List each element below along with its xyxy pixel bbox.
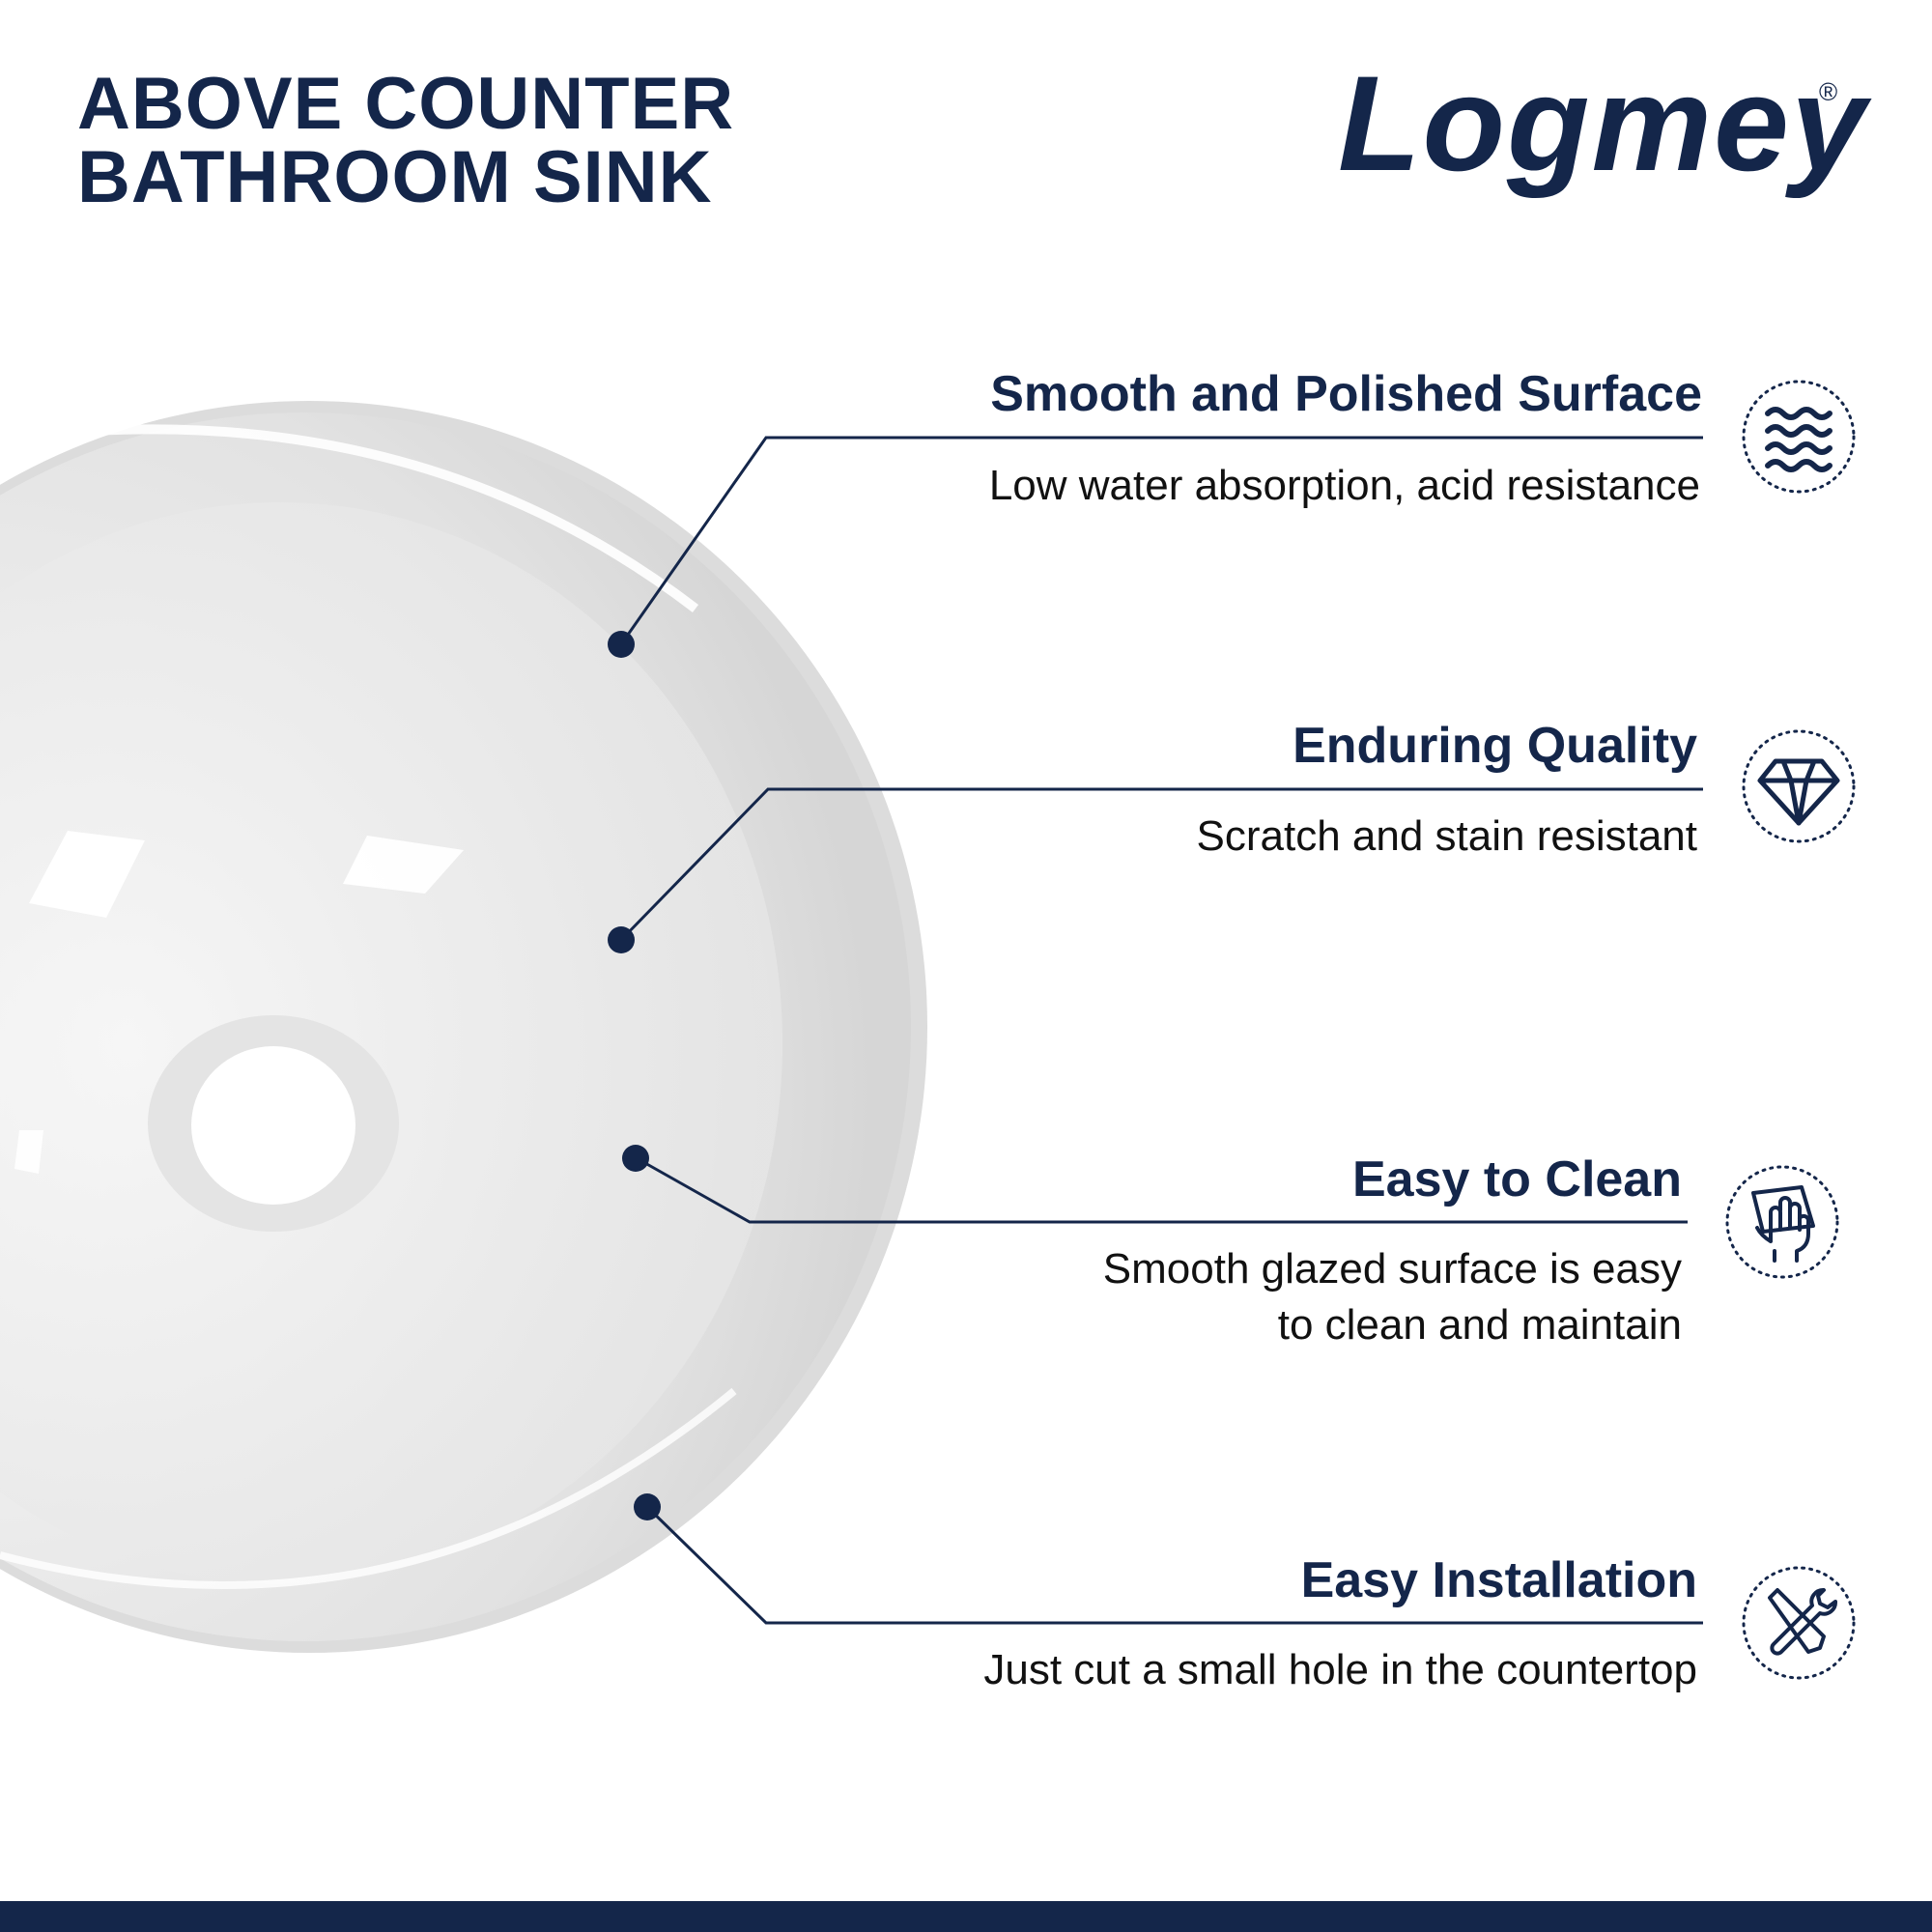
hand-wipe-icon [1724, 1164, 1840, 1280]
callout-line-3 [636, 1156, 1688, 1224]
callout-line-4 [645, 1505, 1703, 1625]
callout-dot-1 [608, 631, 635, 658]
callout-line-2 [619, 787, 1703, 942]
feature-title-quality: Enduring Quality [1293, 718, 1697, 774]
brand-logo: Logmey [1338, 47, 1868, 199]
feature-title-clean: Easy to Clean [1351, 1151, 1682, 1208]
callout-dot-3 [622, 1145, 649, 1172]
callout-dot-4 [634, 1493, 661, 1520]
feature-title-installation: Easy Installation [1300, 1552, 1697, 1608]
waves-icon [1741, 379, 1857, 495]
feature-desc-clean-line2: to clean and maintain [1277, 1301, 1682, 1349]
callout-dot-2 [608, 926, 635, 953]
title-line-2: BATHROOM SINK [77, 136, 713, 218]
title-line-1: ABOVE COUNTER [77, 63, 735, 145]
feature-desc-installation: Just cut a small hole in the countertop [983, 1646, 1697, 1693]
feature-desc-clean-line1: Smooth glazed surface is easy [1102, 1245, 1682, 1293]
feature-title-smooth: Smooth and Polished Surface [990, 366, 1702, 422]
tools-icon [1741, 1565, 1857, 1681]
sink-bowl [0, 401, 927, 1653]
feature-desc-quality: Scratch and stain resistant [1196, 812, 1697, 860]
registered-mark: ® [1819, 77, 1838, 106]
feature-desc-smooth: Low water absorption, acid resistance [988, 462, 1700, 509]
diamond-icon [1741, 728, 1857, 844]
page-title: ABOVE COUNTER BATHROOM SINK [77, 68, 734, 214]
drain-hole [148, 1015, 399, 1232]
footer-bar [0, 1901, 1932, 1932]
callout-line-1 [619, 436, 1703, 645]
